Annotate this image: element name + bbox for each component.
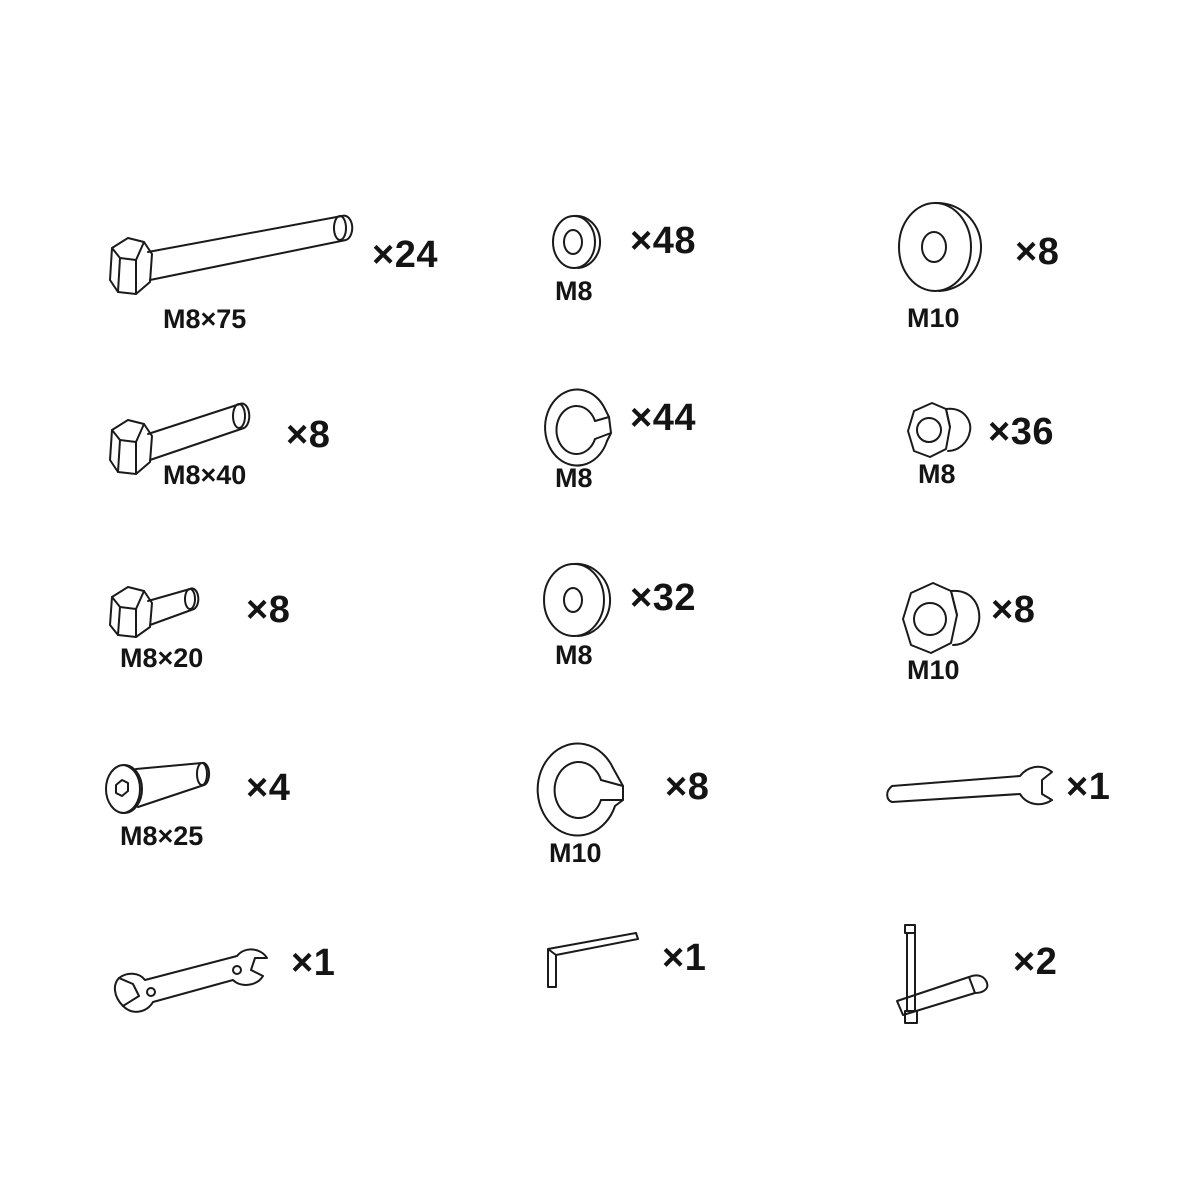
part-quantity: ×48 (630, 220, 696, 262)
part-size-label: M8×20 (120, 643, 204, 673)
flat-washer-icon (552, 214, 602, 269)
part-quantity: ×24 (372, 234, 438, 276)
flat-washer-icon (543, 562, 612, 637)
hex-bolt-icon (109, 402, 251, 475)
part-size-label: M8×40 (163, 460, 247, 490)
hex-bolt-icon (109, 586, 200, 638)
part-size-label: M8 (555, 463, 593, 493)
part-size-label: M8 (918, 459, 956, 489)
t-wrench-icon (896, 924, 989, 1024)
part-quantity: ×8 (1015, 231, 1060, 273)
part-quantity: ×8 (246, 589, 291, 631)
part-quantity: ×2 (1013, 941, 1058, 983)
allen-key-icon (547, 932, 639, 988)
cap-nut-icon (902, 582, 981, 654)
part-size-label: M8 (555, 276, 593, 306)
part-size-label: M8×25 (120, 821, 204, 851)
cap-nut-icon (907, 402, 972, 458)
hex-bolt-icon (109, 214, 354, 295)
part-quantity: ×32 (630, 577, 696, 619)
part-quantity: ×8 (286, 414, 331, 456)
part-quantity: ×44 (630, 397, 696, 439)
open-wrench-icon (886, 765, 1053, 806)
spring-washer-icon (544, 388, 612, 467)
spring-washer-icon (536, 742, 624, 837)
part-size-label: M10 (907, 303, 960, 333)
part-quantity: ×8 (991, 589, 1036, 631)
part-quantity: ×1 (662, 937, 707, 979)
part-quantity: ×1 (1066, 766, 1111, 808)
part-size-label: M10 (907, 655, 960, 685)
double-wrench-icon (113, 948, 268, 1013)
part-quantity: ×8 (665, 766, 710, 808)
socket-bolt-icon (105, 761, 211, 814)
part-size-label: M8 (555, 640, 593, 670)
part-quantity: ×4 (246, 767, 291, 809)
part-quantity: ×36 (988, 411, 1054, 453)
large-washer-icon (898, 201, 982, 292)
part-size-label: M8×75 (163, 304, 247, 334)
part-size-label: M10 (549, 838, 602, 868)
part-quantity: ×1 (291, 942, 336, 984)
